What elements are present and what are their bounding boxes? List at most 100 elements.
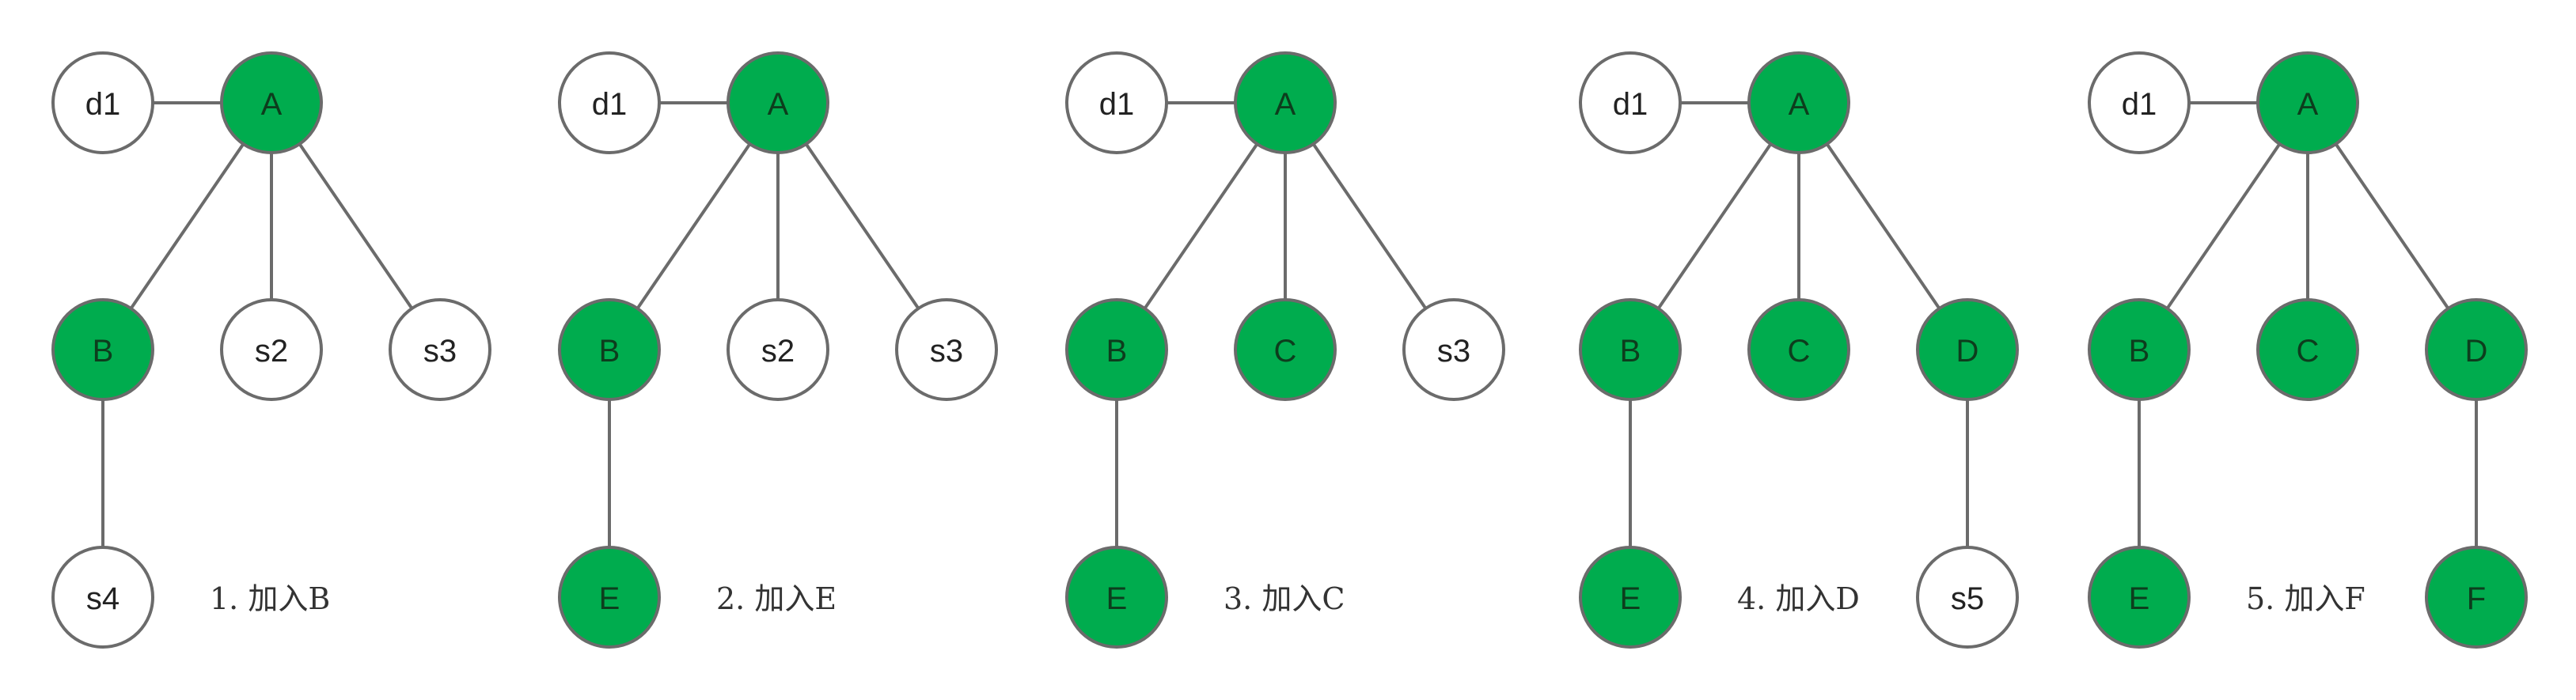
node-label: F	[2467, 581, 2486, 616]
node-circle	[558, 298, 661, 401]
node-B: B	[558, 298, 661, 401]
node-d1: d1	[2088, 51, 2191, 154]
node-label: E	[1106, 581, 1128, 616]
step-caption: 1. 加入B	[210, 581, 330, 616]
node-label: C	[2297, 334, 2320, 369]
node-circle	[2256, 51, 2359, 154]
node-circle	[2088, 51, 2191, 154]
node-circle	[1065, 298, 1168, 401]
node-label: E	[1620, 581, 1641, 616]
node-circle	[1402, 298, 1505, 401]
node-s4: s4	[51, 546, 154, 649]
node-circle	[727, 51, 829, 154]
node-circle	[1065, 546, 1168, 649]
node-label: E	[2129, 581, 2150, 616]
node-label: C	[1788, 334, 1811, 369]
node-C: C	[1234, 298, 1337, 401]
node-circle	[2088, 298, 2191, 401]
node-circle	[1065, 51, 1168, 154]
node-label: B	[2129, 334, 2150, 369]
node-C: C	[1747, 298, 1850, 401]
node-C: C	[2256, 298, 2359, 401]
edge-A-B	[2165, 142, 2282, 310]
node-circle	[1579, 298, 1682, 401]
node-d1: d1	[1579, 51, 1682, 154]
node-label: A	[2297, 87, 2319, 122]
node-circle	[558, 51, 661, 154]
node-label: D	[1956, 334, 1979, 369]
node-circle	[2256, 298, 2359, 401]
edge-A-B	[1656, 142, 1773, 310]
node-A: A	[2256, 51, 2359, 154]
node-label: d1	[1099, 87, 1135, 122]
node-s2: s2	[727, 298, 829, 401]
node-circle	[558, 546, 661, 649]
node-label: D	[2465, 334, 2488, 369]
node-D: D	[1916, 298, 2019, 401]
node-label: s5	[1951, 581, 1984, 616]
node-D: D	[2425, 298, 2528, 401]
node-B: B	[1579, 298, 1682, 401]
node-label: C	[1274, 334, 1297, 369]
node-circle	[2088, 546, 2191, 649]
panel-5: d1 A B C D E F 5. 加入F	[2088, 51, 2528, 649]
node-circle	[1747, 51, 1850, 154]
node-circle	[389, 298, 491, 401]
node-E: E	[1579, 546, 1682, 649]
node-E: E	[558, 546, 661, 649]
node-circle	[1234, 298, 1337, 401]
node-d1: d1	[1065, 51, 1168, 154]
node-circle	[1747, 298, 1850, 401]
node-s2: s2	[220, 298, 323, 401]
edge-A-B	[1143, 142, 1259, 310]
node-E: E	[1065, 546, 1168, 649]
node-circle	[1579, 51, 1682, 154]
node-label: s3	[1437, 334, 1470, 369]
node-E: E	[2088, 546, 2191, 649]
node-label: A	[768, 87, 789, 122]
node-s3: s3	[389, 298, 491, 401]
step-caption: 4. 加入D	[1737, 581, 1860, 616]
node-label: d1	[2122, 87, 2157, 122]
edge-A-R	[1825, 142, 1941, 310]
node-circle	[2425, 298, 2528, 401]
node-circle	[1234, 51, 1337, 154]
edge-A-R	[804, 142, 920, 310]
edge-A-R	[298, 142, 414, 310]
node-label: E	[599, 581, 620, 616]
node-A: A	[1234, 51, 1337, 154]
node-label: d1	[1613, 87, 1648, 122]
node-label: A	[1789, 87, 1810, 122]
node-circle	[2425, 546, 2528, 649]
node-s3: s3	[895, 298, 998, 401]
edge-A-B	[129, 142, 245, 310]
node-label: B	[599, 334, 620, 369]
step-caption: 3. 加入C	[1224, 581, 1345, 616]
node-label: d1	[592, 87, 628, 122]
step-caption: 2. 加入E	[716, 581, 837, 616]
node-d1: d1	[558, 51, 661, 154]
node-label: B	[1106, 334, 1128, 369]
edge-A-B	[635, 142, 752, 310]
step-caption: 5. 加入F	[2246, 581, 2365, 616]
node-circle	[1916, 298, 2019, 401]
node-label: B	[1620, 334, 1641, 369]
node-A: A	[727, 51, 829, 154]
node-B: B	[51, 298, 154, 401]
node-circle	[1579, 546, 1682, 649]
node-circle	[895, 298, 998, 401]
edge-A-R	[2334, 142, 2450, 310]
node-label: s4	[86, 581, 120, 616]
node-circle	[727, 298, 829, 401]
node-A: A	[220, 51, 323, 154]
node-s5: s5	[1916, 546, 2019, 649]
node-label: s2	[255, 334, 288, 369]
node-label: A	[261, 87, 283, 122]
node-F: F	[2425, 546, 2528, 649]
node-B: B	[2088, 298, 2191, 401]
